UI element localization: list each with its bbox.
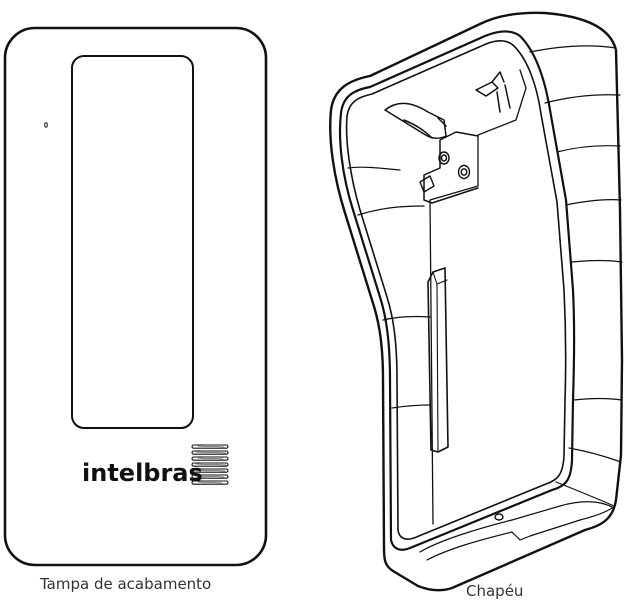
cover-outline: [3, 26, 268, 567]
side-wall-right: [529, 45, 623, 507]
speaker-grille: [191, 444, 229, 485]
cover-plate: [3, 26, 268, 567]
mount-bracket: [423, 131, 479, 204]
guide-rail: [427, 267, 449, 453]
caption-hood: Chapéu: [466, 582, 524, 600]
hood-bottom: [419, 501, 615, 561]
indicator-dot: [44, 122, 48, 128]
hood-inner-rim-2: [345, 40, 567, 540]
side-wall-left: [347, 166, 431, 409]
hood: [329, 11, 624, 592]
back-wall: [429, 69, 527, 525]
brand-logo: intelbras: [82, 459, 203, 487]
hood-outer-shell: [329, 11, 624, 592]
display-window: [71, 55, 194, 429]
caption-finishing-cover: Tampa de acabamento: [40, 575, 212, 593]
latch-top: [384, 71, 511, 139]
hood-inner-rim: [338, 30, 576, 551]
mount-holes: [419, 151, 504, 521]
